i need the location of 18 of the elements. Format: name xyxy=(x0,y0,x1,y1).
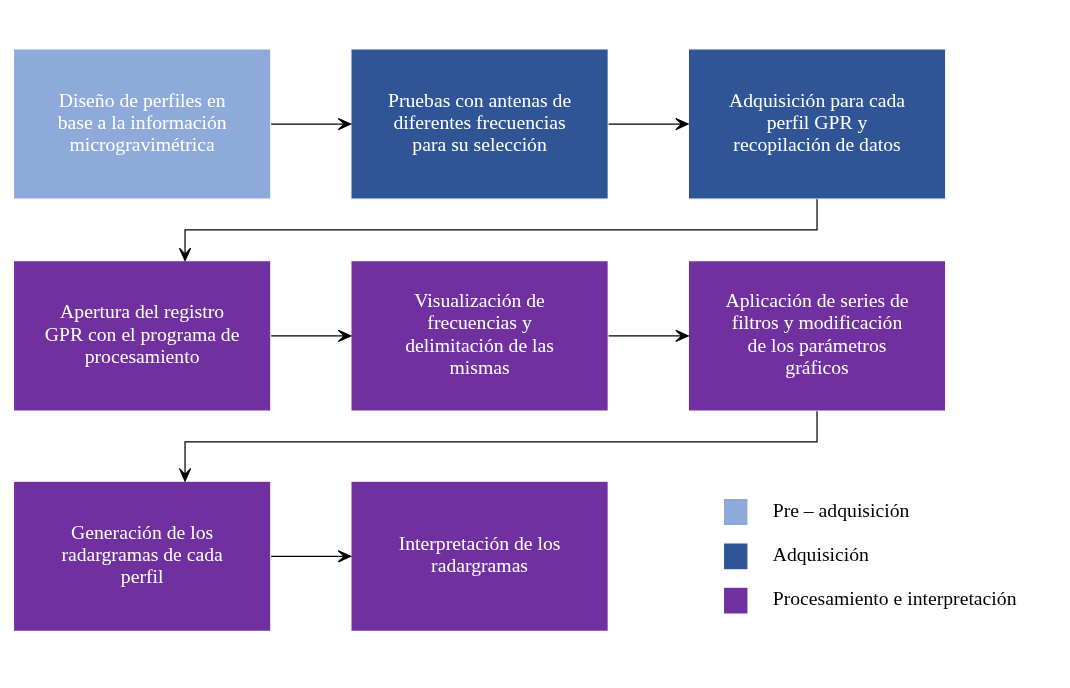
node-box: Apertura del registro GPR con el programa de procesamiento xyxy=(12,259,272,412)
arrow xyxy=(608,117,689,130)
node-box: Aplicación de series de filtros y modificación de los parámetros gráficos xyxy=(687,259,947,412)
arrow xyxy=(178,410,818,481)
legend-label: Pre – adquisición xyxy=(772,498,910,521)
node-box: Interpretación de los radargramas xyxy=(350,480,609,632)
node-box: Diseño de perfiles en base a la información microgravimétrica xyxy=(12,47,272,200)
node-box: Pruebas con antenas de diferentes frecuencias para su selección xyxy=(350,47,609,200)
node-box: Visualización de frecuencias y delimitación de las mismas xyxy=(350,259,609,412)
arrow xyxy=(608,329,689,342)
arrow xyxy=(270,329,352,342)
legend-label: Adquisición xyxy=(772,542,869,565)
node-box: Adquisición para cada perfil GPR y recopilación de datos xyxy=(687,47,947,200)
arrow xyxy=(178,198,818,261)
legend-label: Procesamiento e interpretación xyxy=(772,586,1017,609)
arrow xyxy=(270,117,352,130)
arrow xyxy=(270,549,352,562)
node-box: Generación de los radargramas de cada perfil xyxy=(12,480,272,632)
